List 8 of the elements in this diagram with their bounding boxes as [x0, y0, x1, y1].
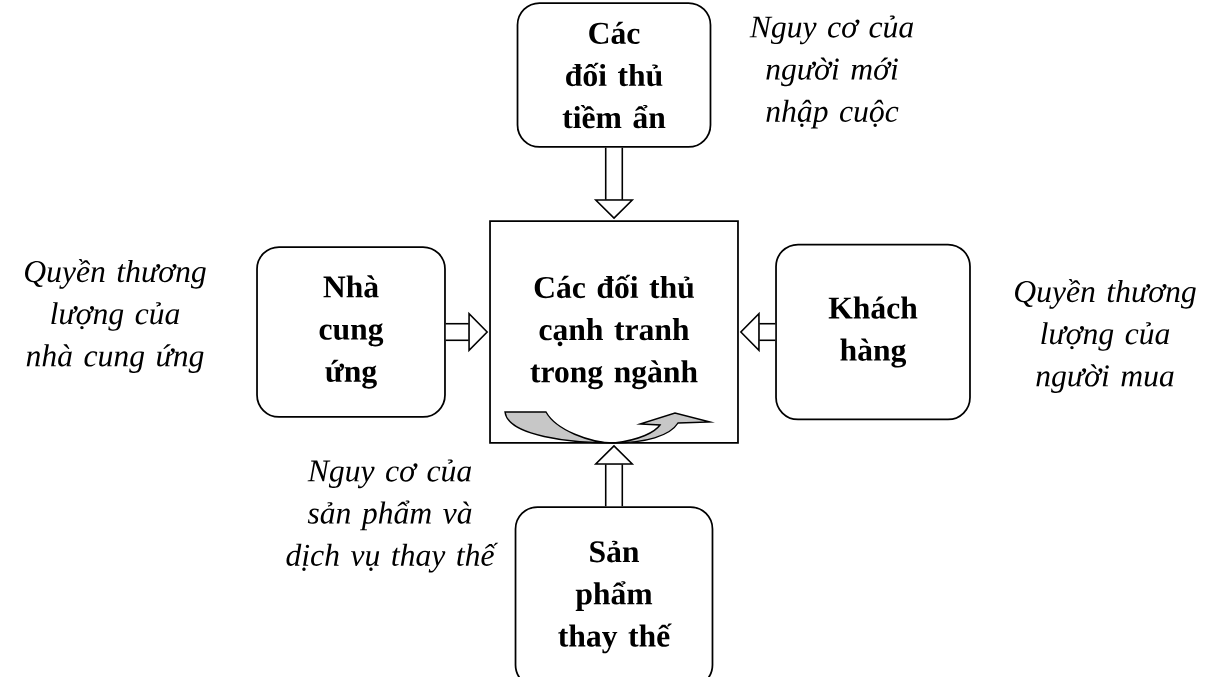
rounded-box: Các đối thủ tiềm ẩn — [516, 2, 712, 148]
side-note: Nguy cơ của người mới nhập cuộc — [749, 15, 914, 129]
rounded-box: Nhà cung ứng — [256, 246, 446, 418]
side-note: Quyền thương lượng của nhà cung ứng — [25, 259, 206, 373]
side-note: Quyền thương lượng của người mua — [1015, 279, 1196, 393]
rounded-box: Sản phẩm thay thế — [514, 506, 714, 677]
rounded-box: Khách hàng — [775, 243, 971, 421]
side-note: Nguy cơ của sản phẩm và dịch vụ thay thế — [286, 459, 499, 573]
